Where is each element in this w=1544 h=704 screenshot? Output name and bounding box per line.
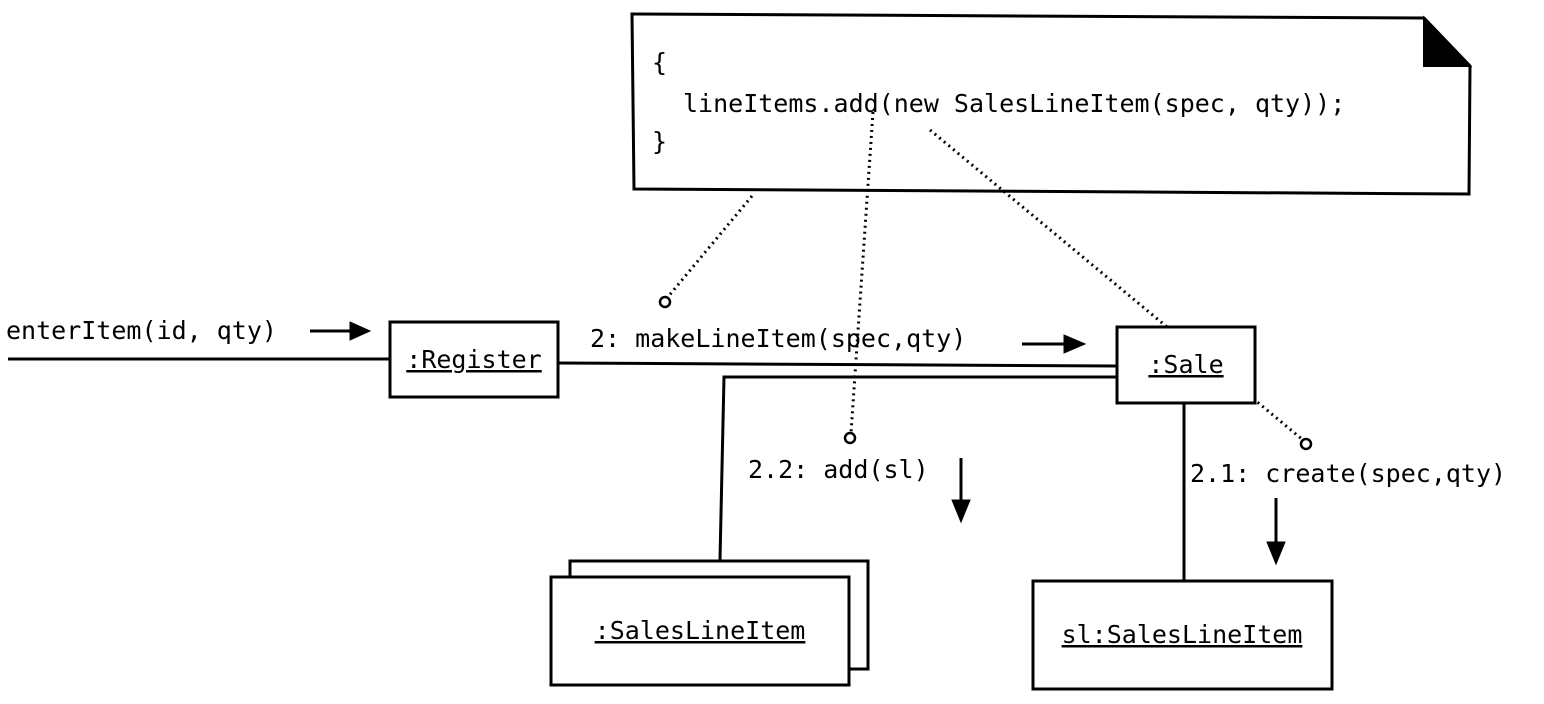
message-make-line-item: 2: makeLineItem(spec,qty) <box>590 324 966 353</box>
sale-label: :Sale <box>1148 350 1223 379</box>
object-sl[interactable]: sl:SalesLineItem <box>1031 579 1334 691</box>
code-note: { lineItems.add(new SalesLineItem(spec, … <box>630 12 1473 196</box>
multiobject-front-box <box>549 575 851 687</box>
object-register[interactable]: :Register <box>388 320 560 399</box>
anchor-circle-add <box>843 431 857 445</box>
arrow-down-icon <box>1266 498 1286 566</box>
arrow-right-icon <box>1022 334 1087 354</box>
note-line-open-brace: { <box>652 48 667 77</box>
anchor-circle-create <box>1299 437 1313 451</box>
sl-box <box>1031 579 1334 691</box>
note-line-code: lineItems.add(new SalesLineItem(spec, qt… <box>683 89 1345 118</box>
message-create: 2.1: create(spec,qty) <box>1190 459 1506 488</box>
link-sale-sales-line-items <box>718 375 1117 561</box>
message-enter-item: enterItem(id, qty) <box>6 316 277 345</box>
anchor-circles <box>658 295 1313 451</box>
anchor-line-make-line-item <box>665 195 754 299</box>
message-arrows <box>310 321 1286 566</box>
object-sale[interactable]: :Sale <box>1115 325 1257 405</box>
register-label: :Register <box>406 345 541 374</box>
sales-line-items-label: :SalesLineItem <box>595 616 806 645</box>
note-line-close-brace: } <box>652 127 667 156</box>
register-box <box>388 320 560 399</box>
anchor-circle-make-line-item <box>658 295 672 309</box>
arrow-down-icon <box>951 458 971 524</box>
sale-box <box>1115 325 1257 405</box>
link-register-sale <box>557 361 1118 368</box>
note-anchor-lines <box>665 111 1304 442</box>
sl-label: sl:SalesLineItem <box>1062 620 1303 649</box>
arrow-right-icon <box>310 321 372 341</box>
links <box>8 357 1186 580</box>
note-shape <box>630 12 1472 196</box>
note-fold-corner <box>1423 15 1473 67</box>
message-add: 2.2: add(sl) <box>748 455 929 484</box>
object-sales-line-item-multiobject[interactable]: :SalesLineItem <box>549 559 870 687</box>
